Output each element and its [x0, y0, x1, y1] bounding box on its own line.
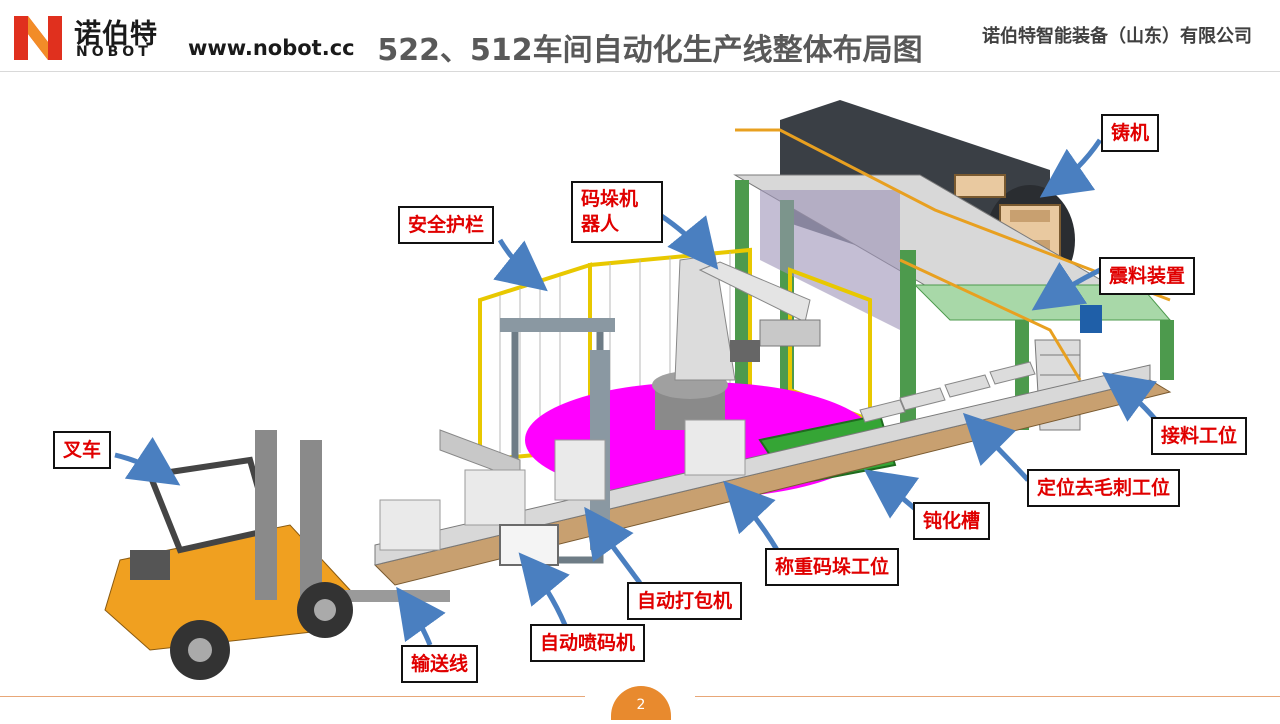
label-passivation-tank: 钝化槽: [913, 502, 991, 540]
label-vibration-device: 震料装置: [1099, 257, 1196, 295]
label-receiving-station: 接料工位: [1151, 417, 1248, 455]
brand-name-cn: 诺伯特: [74, 19, 158, 50]
slide-title: 522、512车间自动化生产线整体布局图: [377, 33, 923, 68]
label-palletizing-robot: 码垛机器人: [571, 181, 663, 243]
label-auto-inkjet: 自动喷码机: [530, 624, 646, 662]
company-name: 诺伯特智能装备（山东）有限公司: [982, 26, 1252, 47]
inkjet-printer-illustration: [499, 524, 559, 566]
label-casting-machine: 铸机: [1101, 114, 1160, 152]
label-conveyor: 输送线: [401, 645, 479, 683]
ingot-stacks: [379, 419, 746, 551]
label-safety-fence: 安全护栏: [398, 206, 495, 244]
forklift-illustration: [104, 430, 450, 680]
nobot-logo-icon: [14, 16, 62, 60]
label-deburring-station: 定位去毛刺工位: [1027, 469, 1181, 507]
label-weighing-station: 称重码垛工位: [765, 548, 900, 586]
header-divider: [0, 71, 1280, 72]
footer-line-left: [0, 696, 585, 697]
website-url[interactable]: www.nobot.cc: [188, 36, 355, 60]
label-auto-packer: 自动打包机: [627, 582, 743, 620]
footer-line-right: [695, 696, 1280, 697]
label-forklift: 叉车: [53, 431, 112, 469]
slide-header: 诺伯特 NOBOT www.nobot.cc 522、512车间自动化生产线整体…: [0, 0, 1280, 72]
brand-name-en: NOBOT: [76, 44, 152, 60]
